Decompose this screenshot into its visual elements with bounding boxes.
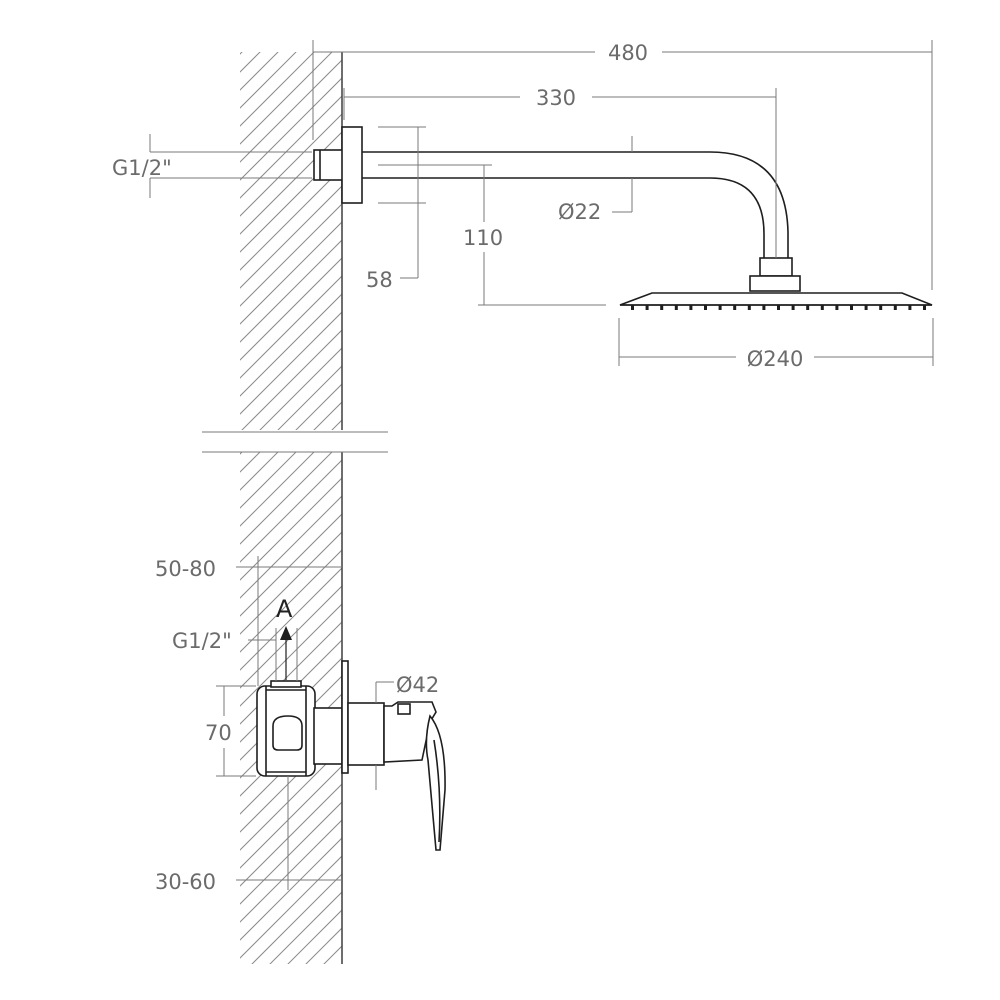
dim-arm-length: 330: [536, 86, 576, 110]
wall-hatch-top: [240, 52, 342, 430]
head-connector: [749, 275, 801, 292]
wall-flange: [341, 126, 363, 204]
nozzle: [864, 305, 868, 310]
nozzle: [718, 305, 722, 310]
dim-flange-height: 58: [366, 268, 393, 292]
top-dimensions: 480 330 G1/2" 58 110 Ø22: [112, 40, 934, 371]
nozzle: [835, 305, 839, 310]
handle-lever: [425, 714, 446, 851]
dim-inlet-thread-valve: G1/2": [172, 629, 232, 653]
shower-arm-assembly: [313, 126, 933, 310]
dim-head-diameter: Ø240: [747, 347, 804, 371]
wall-section: [202, 52, 388, 964]
nozzle: [893, 305, 897, 310]
handle-body: [383, 701, 437, 763]
nozzle: [689, 305, 693, 310]
handle-cap: [397, 703, 411, 715]
view-marker-label: A: [276, 595, 293, 623]
valve-outlet: [272, 715, 303, 751]
valve-spindle: [313, 707, 343, 765]
nozzle: [660, 305, 664, 310]
dim-overall-length: 480: [608, 41, 648, 65]
nozzle: [923, 305, 926, 310]
handle-base: [347, 702, 385, 766]
dim-mount-depth: 50-80: [155, 557, 216, 581]
shower-head-nozzles: [631, 305, 926, 310]
nozzle: [791, 305, 795, 310]
nozzle: [850, 305, 853, 310]
arrow-up-icon: [280, 626, 292, 680]
dim-valve-depth: 30-60: [155, 870, 216, 894]
valve-top-port: [270, 680, 302, 688]
nozzle: [747, 305, 751, 310]
wall-hatch-bottom: [240, 452, 342, 964]
nozzle: [733, 305, 737, 310]
nozzle: [908, 305, 912, 310]
shower-arm: [362, 151, 789, 262]
nozzle: [879, 305, 883, 310]
shower-head: [619, 292, 933, 306]
dim-handle-diameter: Ø42: [396, 673, 439, 697]
valve-dimensions: 50-80 A G1/2" 70 Ø42 30-60: [155, 556, 439, 894]
shower-arm-inner: [362, 177, 765, 262]
nozzle: [806, 305, 810, 310]
dim-valve-height: 70: [205, 721, 232, 745]
nozzle: [631, 305, 634, 310]
nozzle: [645, 305, 649, 310]
nozzle: [777, 305, 780, 310]
mixer-valve-assembly: [256, 660, 446, 851]
nozzle: [762, 305, 766, 310]
dim-inlet-thread-top: G1/2": [112, 156, 172, 180]
nozzle: [820, 305, 824, 310]
inlet-stub: [313, 149, 345, 181]
dim-drop-height: 110: [463, 226, 503, 250]
ball-joint-nut: [759, 257, 793, 277]
nozzle: [674, 305, 678, 310]
nozzle: [704, 305, 707, 310]
dim-arm-diameter: Ø22: [558, 200, 601, 224]
cover-plate: [341, 660, 349, 774]
